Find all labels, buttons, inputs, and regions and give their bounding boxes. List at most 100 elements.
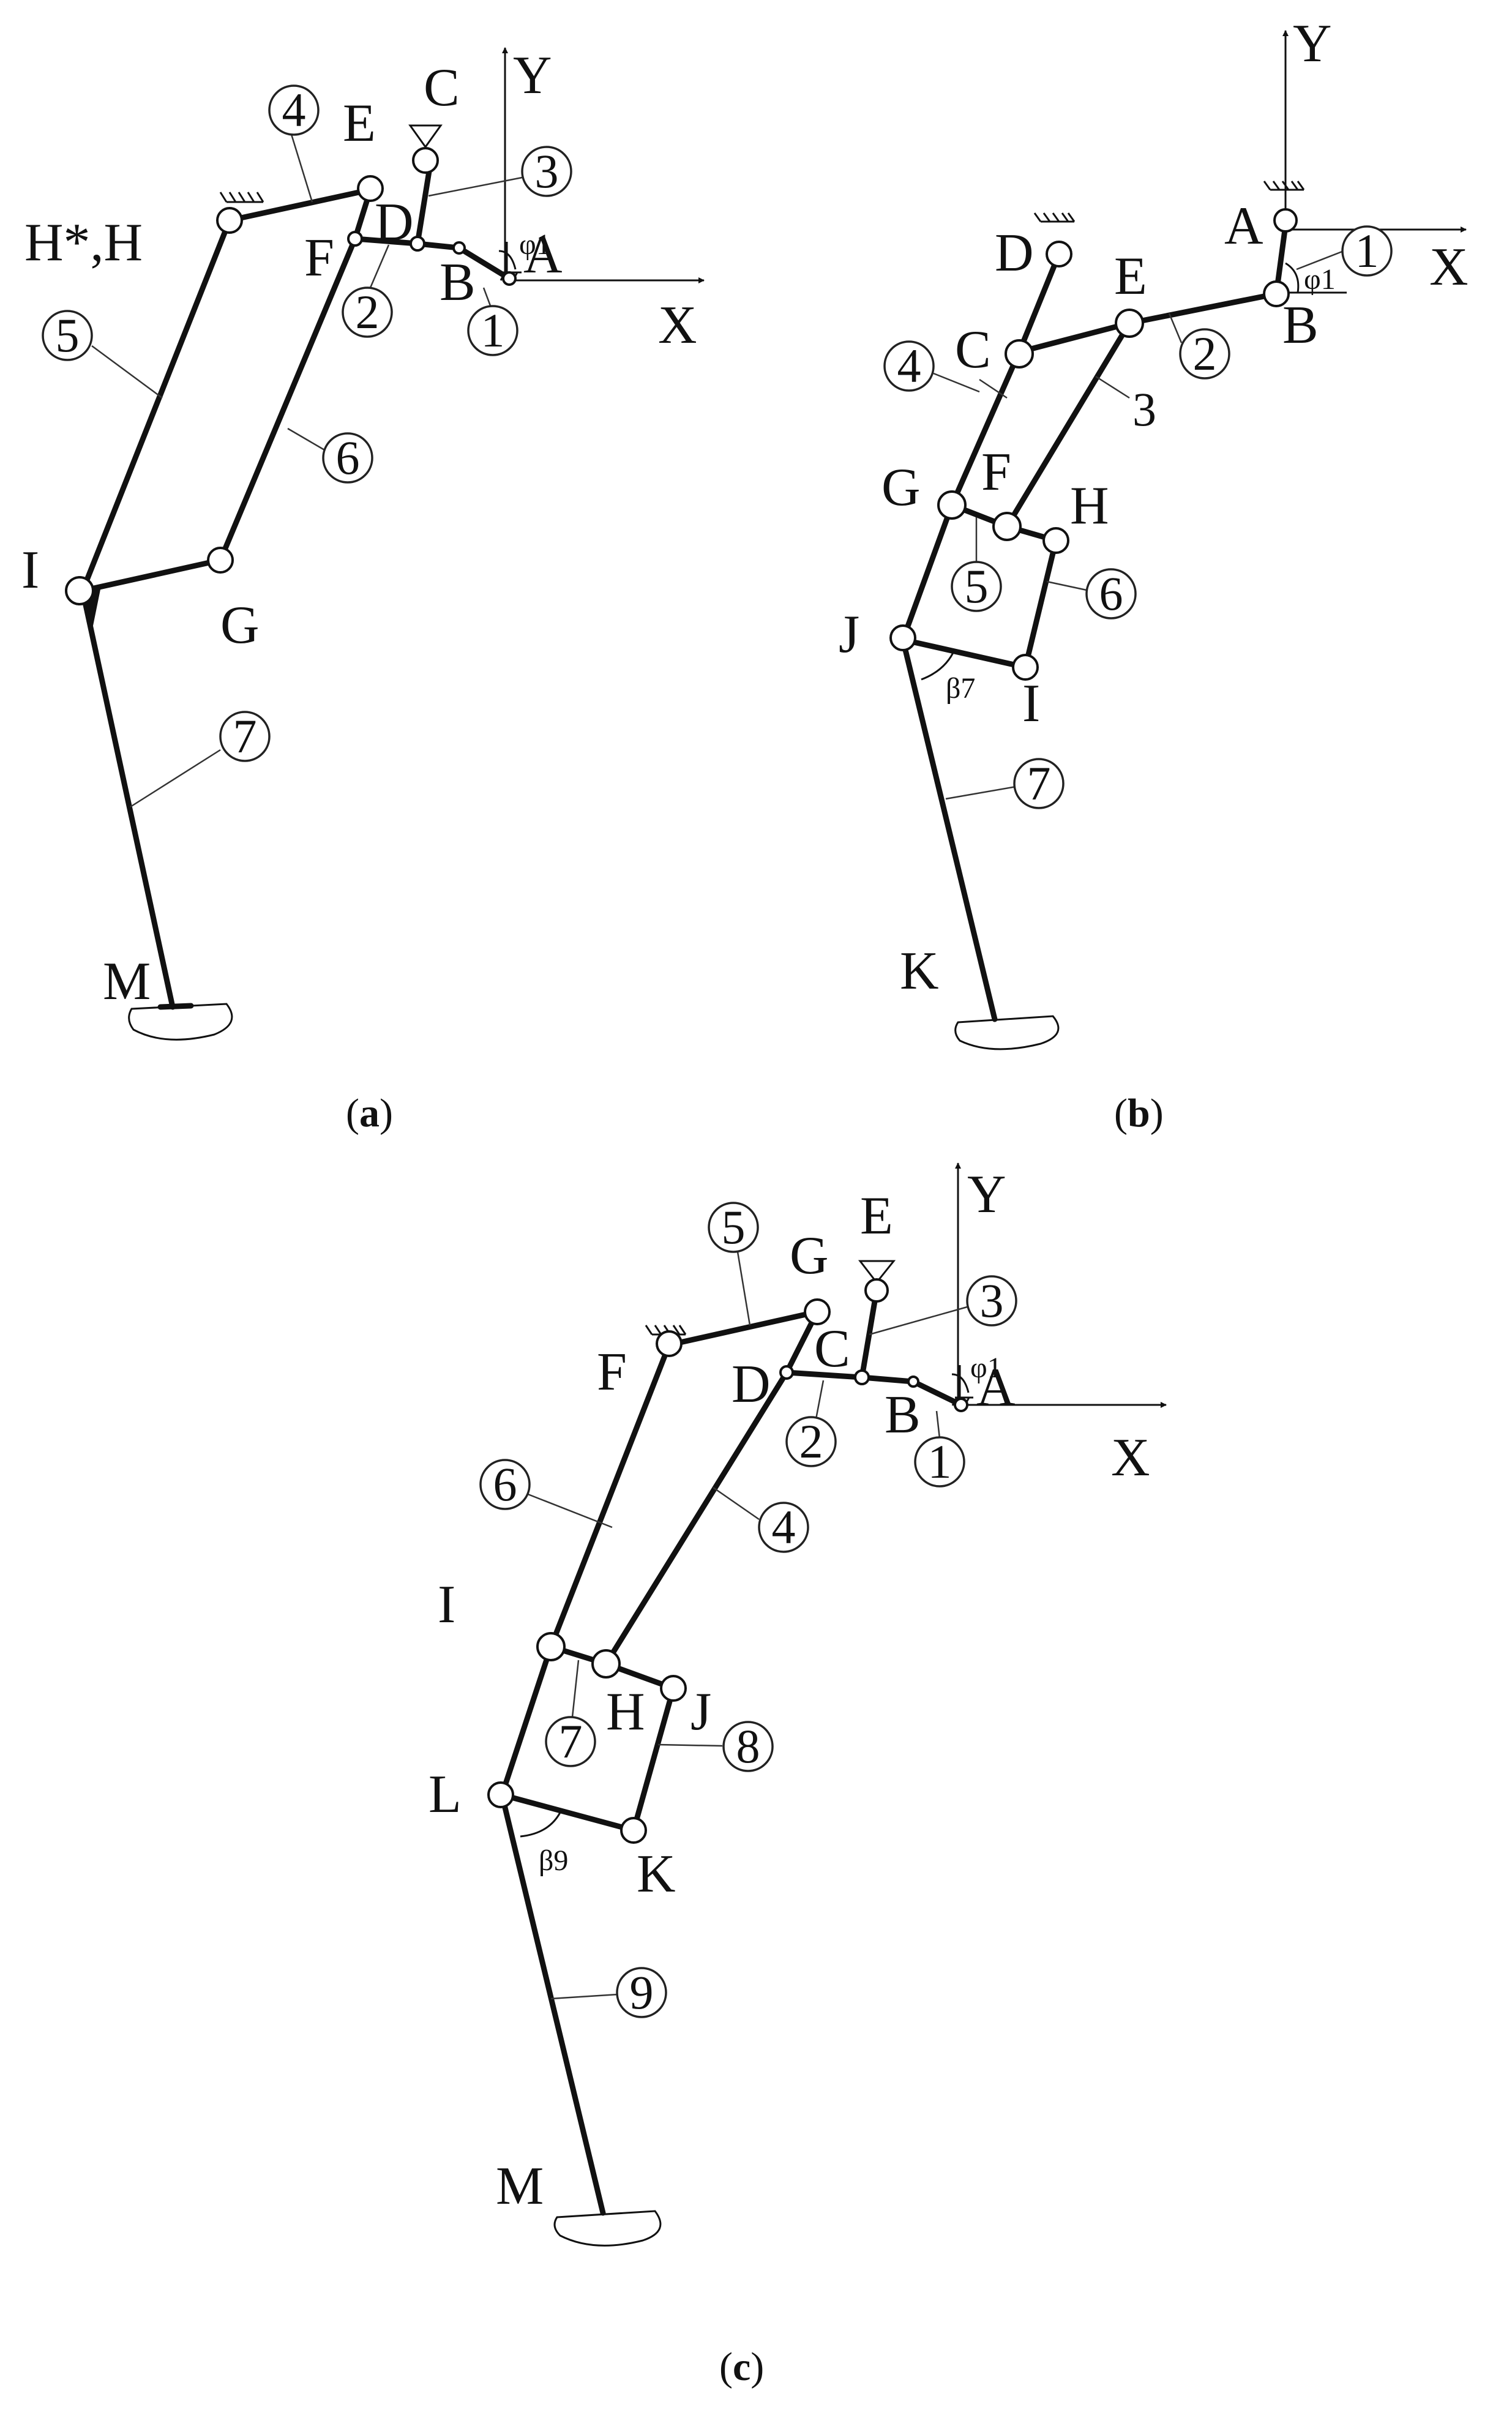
svg-text:3: 3 bbox=[535, 144, 559, 198]
angle-arc-a bbox=[498, 250, 517, 270]
joint-i-a bbox=[65, 576, 94, 605]
link-dc-b bbox=[1016, 251, 1062, 355]
callout-7-c: 7 bbox=[545, 1660, 596, 1768]
panel-c: X Y φ1 β9 bbox=[429, 1162, 1167, 2389]
callout-7-b: 7 bbox=[945, 757, 1065, 810]
link-6-c bbox=[548, 1342, 672, 1650]
label-k-b: K bbox=[900, 941, 939, 1001]
foot-c bbox=[553, 2210, 662, 2247]
link-6-a bbox=[217, 236, 358, 563]
svg-text:5: 5 bbox=[56, 309, 80, 362]
link-6-b bbox=[1022, 537, 1059, 670]
link-4-b bbox=[949, 349, 1022, 508]
callout-3-c: 3 bbox=[869, 1274, 1017, 1336]
joint-i-c bbox=[536, 1632, 566, 1661]
label-h-a: H*,H bbox=[24, 213, 143, 272]
link-ji-b bbox=[900, 637, 1028, 670]
ground-c-a bbox=[408, 124, 443, 149]
label-e-b: E bbox=[1114, 247, 1147, 306]
joint-b-c bbox=[907, 1376, 919, 1388]
angle-label-a: φ1 bbox=[519, 228, 551, 261]
link-cb-c bbox=[859, 1374, 916, 1385]
link-2-c bbox=[784, 1369, 865, 1380]
callout-7-a: 7 bbox=[130, 709, 271, 808]
joint-c-a bbox=[412, 147, 439, 174]
y-axis-label-c: Y bbox=[967, 1165, 1006, 1224]
label-f-c: F bbox=[597, 1342, 627, 1402]
joint-g-b bbox=[937, 490, 967, 520]
svg-text:6: 6 bbox=[493, 1458, 517, 1511]
label-d-a: D bbox=[375, 193, 414, 252]
svg-text:6: 6 bbox=[1099, 567, 1123, 620]
label-d-c: D bbox=[732, 1355, 771, 1414]
joint-b-a bbox=[452, 241, 466, 255]
joint-e-c bbox=[864, 1278, 889, 1303]
label-g-c: G bbox=[790, 1226, 829, 1286]
panel-b: X Y φ1 β7 A bbox=[839, 14, 1469, 1136]
link-1-c bbox=[910, 1379, 964, 1408]
link-2-a bbox=[352, 236, 421, 247]
label-m-a: M bbox=[103, 952, 151, 1011]
joint-d-a bbox=[410, 236, 425, 252]
link-7-a bbox=[80, 588, 176, 1010]
joint-g-c bbox=[804, 1298, 831, 1325]
label-c-b: C bbox=[955, 320, 991, 380]
link-5-a bbox=[80, 217, 233, 594]
x-axis-label-a: X bbox=[658, 296, 697, 355]
label-l-c: L bbox=[429, 1765, 462, 1824]
joint-d-b bbox=[1046, 241, 1072, 268]
joint-a-c bbox=[954, 1398, 968, 1412]
y-axis-label-a: Y bbox=[513, 46, 552, 105]
angle-label-c: φ1 bbox=[970, 1352, 1002, 1384]
svg-text:2: 2 bbox=[356, 285, 380, 339]
svg-text:9: 9 bbox=[630, 1966, 654, 2019]
joint-h-b bbox=[1042, 527, 1069, 554]
label-f-b: F bbox=[981, 443, 1011, 502]
ground-e-c bbox=[858, 1260, 896, 1284]
svg-text:7: 7 bbox=[233, 709, 257, 763]
angle-arc-b bbox=[1285, 262, 1300, 293]
label-b-c: B bbox=[885, 1385, 921, 1445]
callout-3-b: 3 bbox=[1095, 375, 1156, 436]
svg-text:4: 4 bbox=[772, 1500, 796, 1554]
callout-5-b: 5 bbox=[951, 517, 1002, 613]
svg-text:8: 8 bbox=[736, 1720, 760, 1773]
caption-b: (b) bbox=[1114, 1091, 1164, 1136]
joint-j-c bbox=[660, 1675, 687, 1702]
joint-b-b bbox=[1263, 280, 1290, 307]
joint-h-c bbox=[591, 1649, 621, 1679]
joint-f-b bbox=[992, 512, 1022, 541]
joint-e-a bbox=[357, 175, 384, 202]
label-a-c: A bbox=[976, 1358, 1016, 1417]
joint-c-c bbox=[854, 1369, 870, 1385]
x-axis-label-c: X bbox=[1111, 1428, 1150, 1488]
callout-2-b: 2 bbox=[1168, 313, 1230, 380]
callout-6-c: 6 bbox=[479, 1458, 613, 1529]
link-ig-a bbox=[80, 557, 223, 594]
label-h-b: H bbox=[1070, 476, 1109, 536]
svg-text:1: 1 bbox=[1355, 224, 1379, 277]
joint-k-c bbox=[620, 1817, 647, 1844]
label-e-a: E bbox=[343, 94, 376, 153]
angle-arc-c bbox=[951, 1373, 970, 1393]
link-1-a bbox=[456, 245, 512, 282]
label-b-a: B bbox=[440, 253, 476, 312]
callout-9-c: 9 bbox=[550, 1966, 667, 2019]
svg-text:2: 2 bbox=[799, 1415, 823, 1468]
beta-arc-c bbox=[520, 1808, 563, 1838]
x-axis-label-b: X bbox=[1429, 238, 1469, 297]
callout-4-c: 4 bbox=[713, 1486, 809, 1554]
link-il-c bbox=[499, 1644, 554, 1798]
svg-text:3: 3 bbox=[980, 1274, 1004, 1327]
label-b-b: B bbox=[1282, 296, 1319, 355]
svg-text:5: 5 bbox=[722, 1200, 746, 1254]
svg-text:7: 7 bbox=[559, 1715, 583, 1768]
label-m-c: M bbox=[496, 2157, 544, 2216]
callout-6-b: 6 bbox=[1046, 567, 1137, 620]
joint-c-b bbox=[1005, 339, 1034, 369]
label-e-c: E bbox=[860, 1186, 893, 1246]
caption-c: (c) bbox=[719, 2345, 764, 2389]
label-i-a: I bbox=[21, 541, 39, 600]
